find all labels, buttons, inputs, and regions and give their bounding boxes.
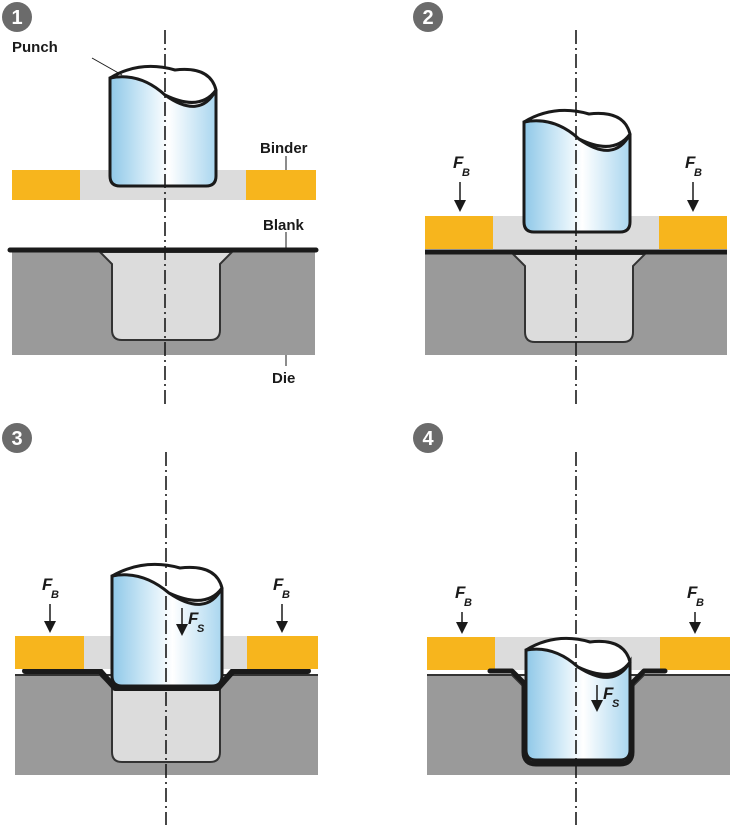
step-1-binder-left [12,170,80,200]
step-4-binder-force-left: F B [455,583,472,634]
step-2-binder-right [659,216,727,249]
step-2-binder-force-left: F B [453,153,470,212]
step-1-badge: 1 [2,2,32,32]
force-symbol: F [273,575,284,594]
force-symbol: F [687,583,698,602]
force-subscript: B [462,167,470,179]
step-3-stamping-force: F S [176,608,205,636]
force-symbol: F [603,684,614,703]
step-2-badge: 2 [413,2,443,32]
die-label: Die [272,370,295,387]
step-1-die-cavity [97,251,235,341]
step-3-binder-left [15,636,84,669]
step-2-binder-left [425,216,493,249]
step-3-number: 3 [11,428,22,450]
force-symbol: F [188,609,199,628]
step-3-binder-force-left: F B [42,575,59,633]
step-4-punch [524,636,632,762]
step-3-die [15,675,318,775]
step-2-number: 2 [422,7,433,29]
step-1-die [12,252,315,355]
force-subscript: S [197,623,205,635]
force-subscript: B [694,167,702,179]
force-subscript: B [282,589,290,601]
step-4-panel: 4 F B F B F S [413,423,730,825]
step-3-binder-right [247,636,318,669]
step-4-die [427,675,730,775]
step-4-binder-left [427,637,495,670]
force-subscript: S [612,698,620,710]
step-1-binder-right [246,170,316,200]
step-2-punch [522,108,632,234]
step-3-binder-force-right: F B [273,575,290,633]
step-1-number: 1 [11,7,22,29]
step-4-binder-force-right: F B [687,583,704,634]
step-3-punch [110,562,224,688]
step-2-binder-force-right: F B [685,153,702,212]
force-symbol: F [453,153,464,172]
step-2-die-cavity [510,253,648,343]
step-1-panel: 1 Punch Binder Blank Die [2,2,319,405]
step-4-number: 4 [422,428,434,450]
force-subscript: B [464,597,472,609]
force-subscript: B [51,589,59,601]
blank-label: Blank [263,217,305,234]
binder-label: Binder [260,140,308,157]
step-2-die [425,254,727,355]
force-symbol: F [42,575,53,594]
step-1-punch [108,64,218,188]
step-2-panel: 2 F B F B [413,2,727,405]
step-3-panel: 3 F B F B F S [2,423,318,825]
step-4-stamping-force: F S [591,684,620,712]
step-4-blank [487,668,668,767]
step-3-badge: 3 [2,423,32,453]
step-4-badge: 4 [413,423,443,453]
punch-label: Punch [12,39,58,56]
step-4-binder-right [660,637,730,670]
force-symbol: F [685,153,696,172]
force-subscript: B [696,597,704,609]
force-symbol: F [455,583,466,602]
